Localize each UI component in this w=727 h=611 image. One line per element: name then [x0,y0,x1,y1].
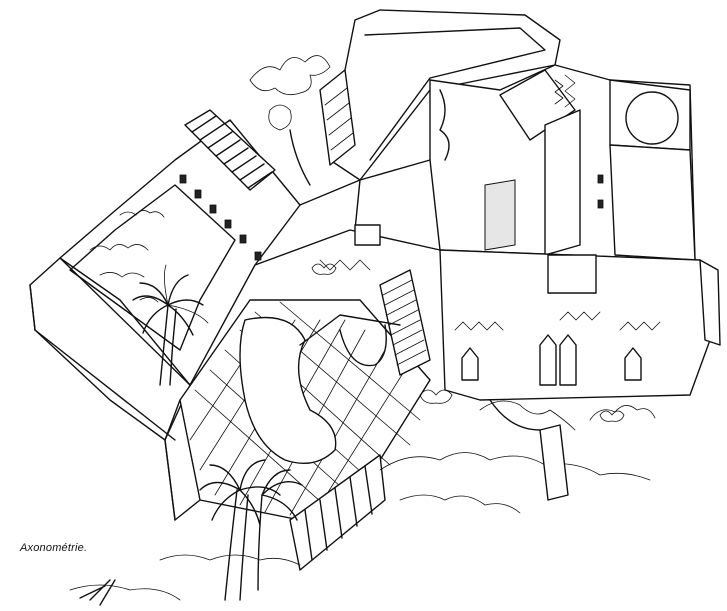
lower-facade [439,249,721,401]
glazed-wall [289,454,386,571]
right-block [429,64,696,261]
tree-top [249,55,331,186]
connecting-walls [254,159,441,266]
palm-tree-front [199,459,303,601]
staircase [299,259,431,376]
left-wing [29,109,301,521]
figure-caption: Axonométrie. [20,542,88,554]
palm-tree-left [132,264,209,386]
ground-terrain [69,263,656,606]
central-tower [319,9,561,181]
